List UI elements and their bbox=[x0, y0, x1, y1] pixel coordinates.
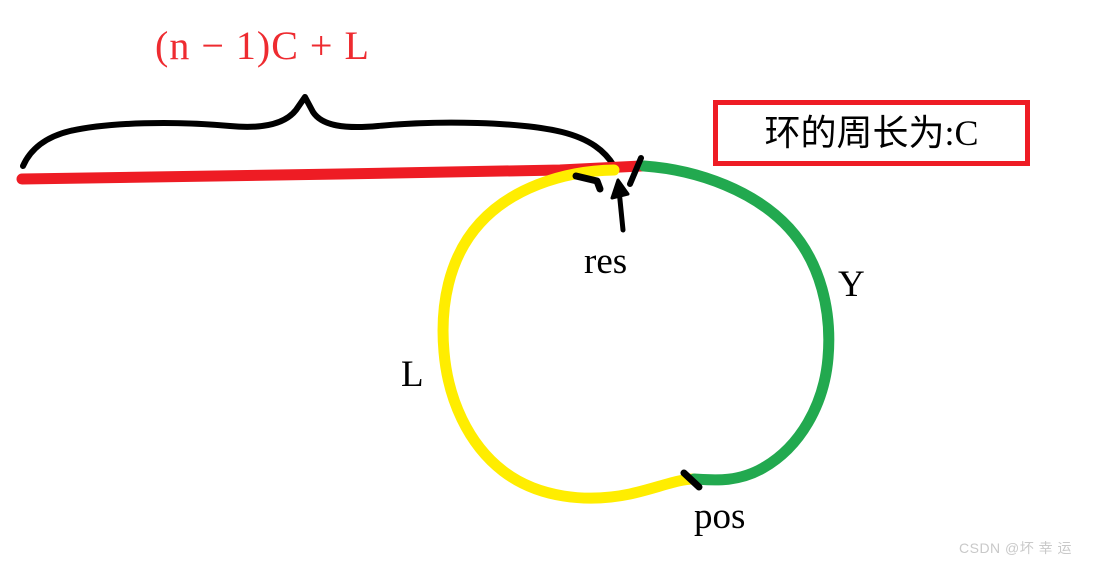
csdn-watermark: CSDN @坏 幸 运 bbox=[959, 540, 1073, 556]
pos-tick-mark bbox=[680, 469, 703, 491]
green-arc-Y bbox=[638, 160, 835, 486]
yellow-arc-label-l: L bbox=[401, 354, 424, 395]
yellow-arc-L bbox=[437, 164, 700, 504]
res-join-mark bbox=[572, 172, 604, 193]
res-point-label: res bbox=[584, 241, 628, 282]
res-pointer-arrow bbox=[610, 178, 630, 233]
pos-point-label: pos bbox=[694, 496, 746, 537]
formula-label: (n − 1)C + L bbox=[155, 23, 370, 68]
green-arc-label-y: Y bbox=[838, 264, 865, 305]
curly-brace bbox=[20, 94, 617, 169]
res-tick-mark bbox=[627, 155, 644, 187]
ring-circumference-note-text: 环的周长为:C bbox=[764, 113, 979, 153]
ring-circumference-note-box: 环的周长为:C bbox=[713, 100, 1030, 166]
